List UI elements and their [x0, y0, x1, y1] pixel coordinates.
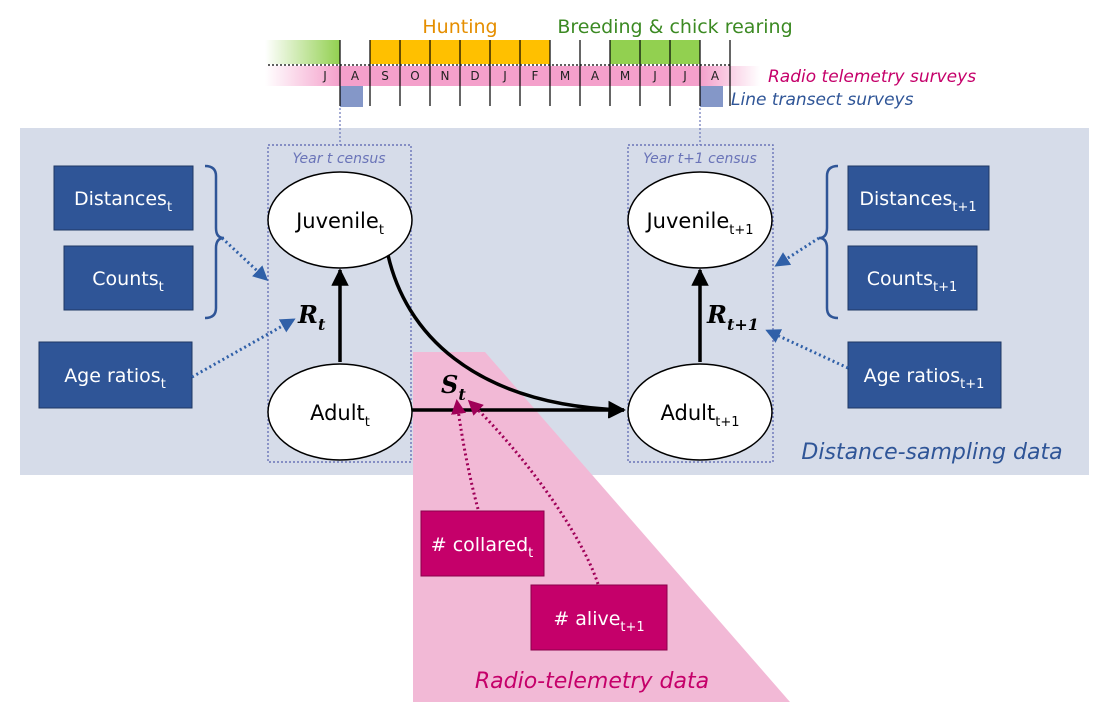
box-age-ratios-t: Age ratiost — [38, 341, 193, 409]
month-label: J — [502, 69, 507, 83]
distance-sampling-label: Distance-sampling data — [801, 440, 1062, 465]
arrow-juvenile-survival — [386, 254, 626, 419]
arrow-alive-to-s-t — [467, 399, 600, 585]
line-transect-bar-t — [340, 86, 363, 107]
month-label: N — [441, 69, 450, 83]
box-alive-t1: # alivet+1 — [530, 584, 668, 651]
svg-text:# alivet+1: # alivet+1 — [553, 608, 644, 635]
svg-text:Adultt: Adultt — [310, 401, 370, 430]
month-label: J — [322, 69, 327, 83]
month-label: S — [381, 69, 389, 83]
season-timeline: J A S O N D J F M A M J J A Hunting Breeding & chick … — [265, 16, 976, 110]
month-label: O — [410, 69, 419, 83]
svg-text:Age ratiost: Age ratiost — [64, 365, 166, 392]
line-transect-surveys-label: Line transect surveys — [731, 90, 914, 110]
svg-text:Distancest+1: Distancest+1 — [859, 188, 976, 215]
box-counts-t: Countst — [63, 245, 194, 311]
arrow-counts-to-juvenile-t1 — [774, 236, 820, 267]
svg-text:Juvenilet+1: Juvenilet+1 — [644, 209, 753, 238]
node-sub: t+1 — [729, 223, 753, 238]
month-ticks — [339, 40, 731, 106]
breeding-bar — [610, 40, 700, 64]
node-adult-t1: Adultt+1 — [627, 363, 773, 461]
month-label: D — [470, 69, 479, 83]
arrow-collared-to-s-t — [451, 399, 480, 510]
arrow-counts-to-juvenile-t — [220, 236, 269, 282]
census-label-year-t: Year t census — [293, 151, 386, 167]
svg-text:Adultt+1: Adultt+1 — [661, 401, 740, 430]
census-box-year-t — [267, 144, 412, 463]
month-label: A — [351, 69, 360, 83]
svg-text:Juvenilet: Juvenilet — [294, 209, 384, 238]
node-sub: t — [379, 223, 384, 238]
node-juvenile-t: Juvenilet — [267, 171, 413, 269]
month-label: M — [620, 69, 630, 83]
node-base: Juvenile — [294, 209, 379, 233]
svg-text:Age ratiost+1: Age ratiost+1 — [864, 365, 985, 392]
box-distances-t: Distancest — [53, 165, 194, 231]
param-r-t1: Rt+1 — [706, 300, 759, 334]
census-label-year-t1: Year t+1 census — [643, 151, 757, 167]
month-label: A — [711, 69, 720, 83]
param-r-t: Rt — [297, 300, 326, 334]
node-base: Adult — [310, 401, 365, 425]
node-base: Adult — [661, 401, 716, 425]
svg-text:Countst: Countst — [92, 268, 163, 295]
hunting-label: Hunting — [422, 16, 497, 38]
node-base: Juvenile — [644, 209, 729, 233]
node-sub: t — [365, 415, 370, 430]
box-collared-t: # collaredt — [420, 510, 545, 577]
month-label: J — [652, 69, 657, 83]
radio-telemetry-label: Radio-telemetry data — [475, 669, 709, 694]
svg-text:Countst+1: Countst+1 — [867, 268, 958, 295]
box-distances-t1: Distancest+1 — [847, 165, 990, 231]
census-box-year-t1 — [627, 144, 774, 463]
svg-text:# collaredt: # collaredt — [431, 534, 533, 561]
month-label: J — [682, 69, 687, 83]
node-sub: t+1 — [715, 415, 739, 430]
breeding-bar-fade — [265, 40, 340, 64]
breeding-label: Breeding & chick rearing — [557, 16, 792, 38]
svg-text:Distancest: Distancest — [74, 188, 172, 215]
month-label: M — [560, 69, 570, 83]
line-transect-bar-t1 — [700, 86, 723, 107]
node-adult-t: Adultt — [267, 363, 413, 461]
param-s-t: St — [441, 370, 466, 404]
node-juvenile-t1: Juvenilet+1 — [627, 171, 773, 269]
radio-band-fade-left — [265, 66, 340, 86]
month-label: A — [591, 69, 600, 83]
month-label: F — [532, 69, 539, 83]
arrow-age-ratios-to-r-t — [191, 318, 296, 379]
radio-telemetry-surveys-label: Radio telemetry surveys — [768, 67, 976, 87]
box-counts-t1: Countst+1 — [847, 245, 978, 311]
box-age-ratios-t1: Age ratiost+1 — [847, 341, 1002, 409]
